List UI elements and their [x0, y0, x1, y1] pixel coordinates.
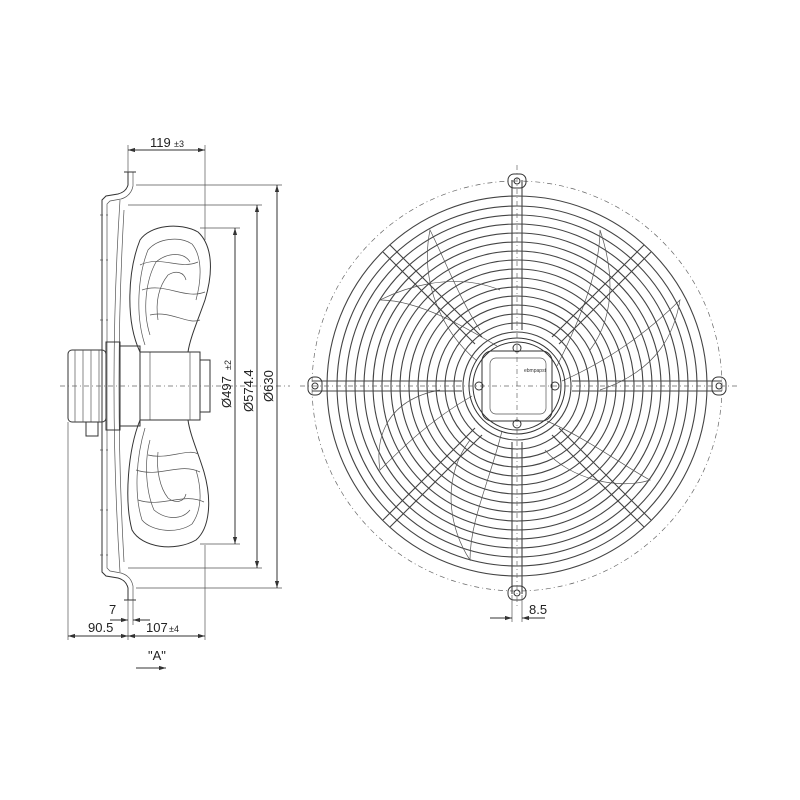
guard-struts — [312, 180, 722, 594]
dim-depth-total-tol: ±3 — [174, 139, 184, 149]
view-label: "A" — [148, 648, 166, 663]
lower-blade — [127, 419, 210, 548]
hole-size-dimension: 8.5 — [490, 595, 547, 622]
dim-depth-front: 107 — [146, 620, 168, 635]
dim-flange: 7 — [109, 602, 116, 617]
front-blades — [378, 228, 681, 562]
dim-hole-size: 8.5 — [529, 602, 547, 617]
brand-logo: ebmpapst — [524, 368, 547, 374]
dim-depth-total: 119 — [150, 135, 171, 150]
upper-blade — [129, 225, 211, 353]
dim-motor-overhang: 90.5 — [88, 620, 113, 635]
side-mounting-plate — [101, 172, 129, 600]
side-dimensions: 119 ±3 Ø497 ±2 Ø574.4 Ø630 7 90.5 107 ±4… — [67, 135, 282, 671]
side-view — [60, 171, 290, 601]
front-view: ebmpapst — [300, 165, 740, 608]
dim-outer-diameter: Ø630 — [261, 370, 276, 402]
dim-blade-diameter: Ø497 — [219, 376, 234, 408]
dim-hole-circle: Ø574.4 — [241, 369, 256, 412]
dim-depth-front-tol: ±4 — [169, 624, 179, 634]
dim-blade-diameter-tol: ±2 — [223, 360, 233, 370]
